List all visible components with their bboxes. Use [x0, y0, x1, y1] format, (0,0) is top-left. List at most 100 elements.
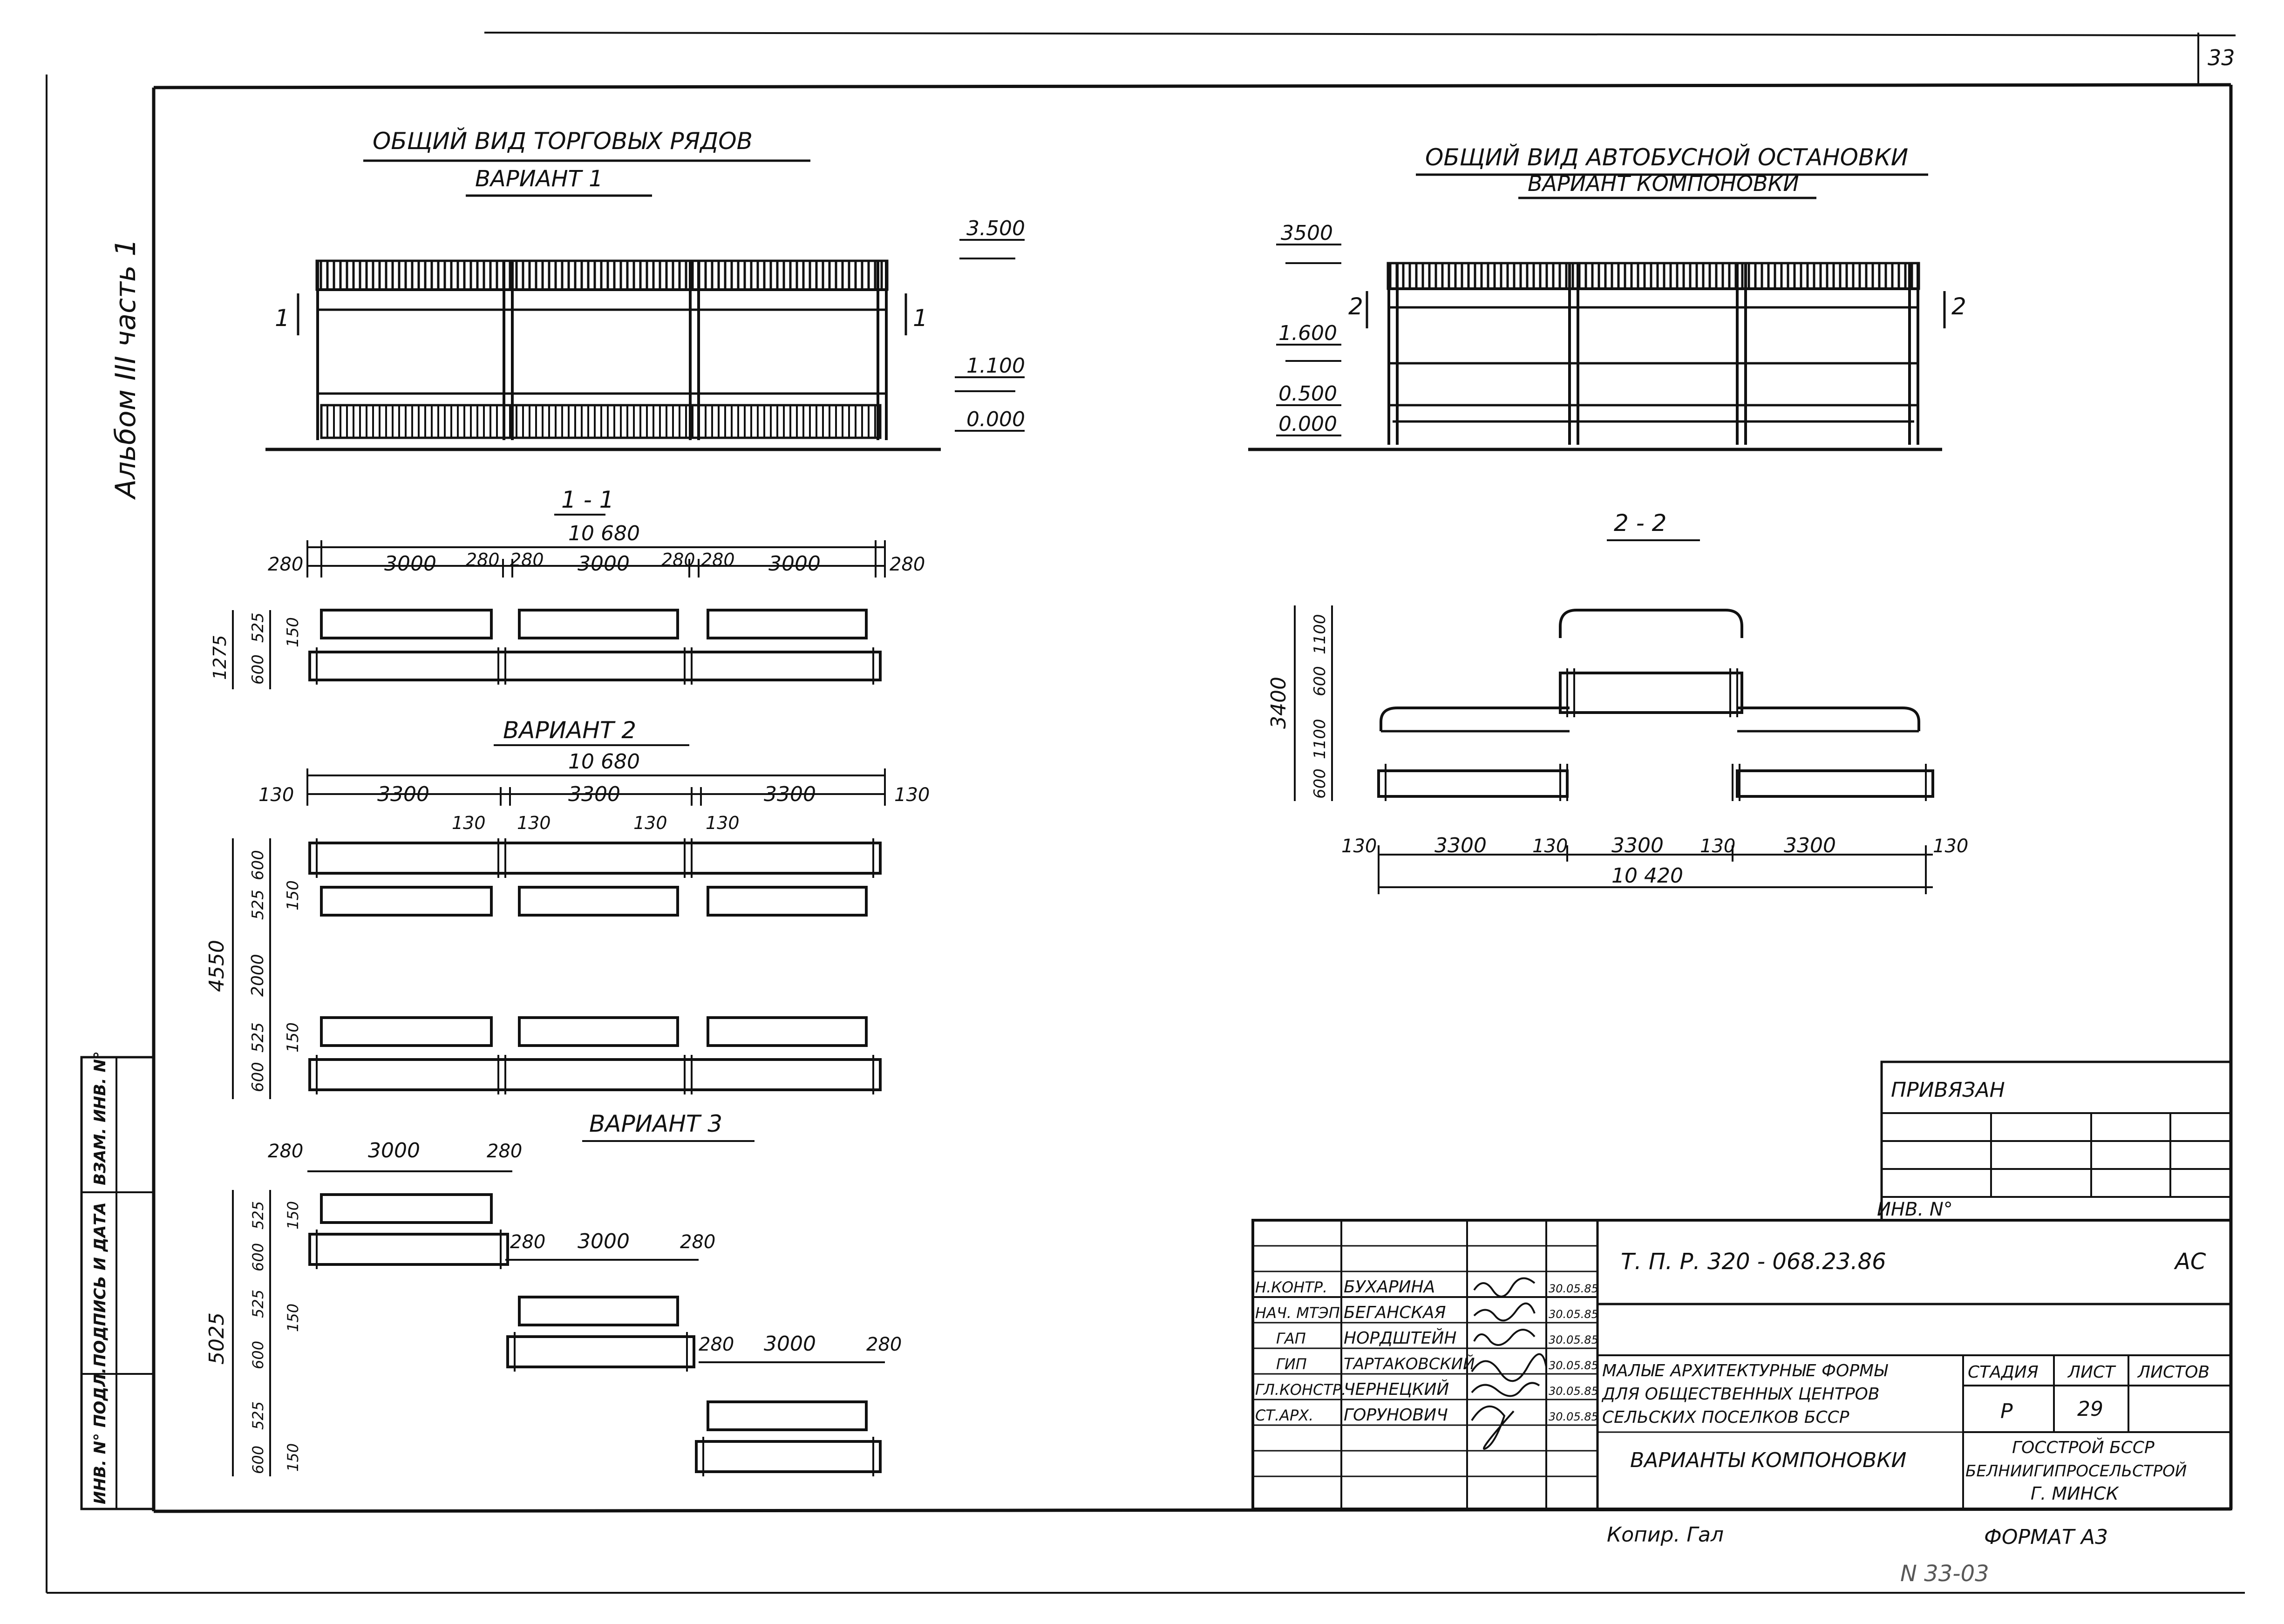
side-stamp-inv-orig: ИНВ. N° ПОДЛ.: [91, 1367, 109, 1504]
org-line-2: БЕЛНИИГИПРОСЕЛЬСТРОЙ: [1965, 1461, 2187, 1481]
v2-gap-4: 130: [633, 813, 667, 833]
v1-gap-2: 280: [466, 550, 500, 570]
bus-canopy-right: [1737, 707, 1920, 731]
project-title-1: МАЛЫЕ АРХИТЕКТУРНЫЕ ФОРМЫ: [1602, 1361, 1888, 1380]
v2-gap-3: 130: [517, 813, 551, 833]
v3-span-a: 3000: [368, 1139, 420, 1162]
bus-roof-hatch: [1387, 262, 1920, 290]
bus-cut-right: 2: [1951, 293, 1966, 320]
v3-gap-a1: 280: [268, 1141, 303, 1162]
v1-depth-a: 600: [249, 654, 267, 685]
page-number: 33: [2208, 45, 2235, 70]
sheet-frame: [46, 32, 2245, 1594]
project-title-2: ДЛЯ ОБЩЕСТВЕННЫХ ЦЕНТРОВ: [1601, 1385, 1880, 1404]
market-roof-hatch: [315, 259, 889, 291]
sheets-header: ЛИСТОВ: [2137, 1363, 2209, 1382]
doc-type: АС: [2174, 1249, 2206, 1275]
v2-gap-left: 130: [258, 784, 294, 806]
v3-depth-c-3: 150: [284, 1443, 302, 1472]
v3-gap-b2: 280: [680, 1231, 715, 1253]
format-label: ФОРМАТ А3: [1984, 1525, 2108, 1549]
bus-level-top: 3500: [1281, 221, 1333, 245]
name-1: БЕГАНСКАЯ: [1344, 1303, 1446, 1322]
bus-h-b: 1100: [1311, 719, 1329, 759]
bus-gap-right: 130: [1933, 836, 1968, 857]
bus-gap-left: 130: [1341, 836, 1377, 857]
role-2: ГАП: [1276, 1330, 1306, 1347]
v2-depth-c-top: 150: [284, 880, 302, 911]
album-label: Альбом III часть 1: [109, 238, 142, 500]
v2-gap-right: 130: [894, 784, 930, 806]
bus-level-b: 0.500: [1278, 382, 1337, 406]
bus-height-total: 3400: [1267, 677, 1291, 729]
v2-depth-b-bottom: 525: [249, 1022, 267, 1053]
attached-label: ПРИВЯЗАН: [1891, 1078, 2005, 1102]
bus-level-a: 1.600: [1278, 321, 1337, 345]
bus-stop-heading: ОБЩИЙ ВИД АВТОБУСНОЙ ОСТАНОВКИ ВАРИАНТ К…: [1416, 143, 1928, 199]
title-block: Т. П. Р. 320 - 068.23.86 АС Н.КОНТР. НАЧ…: [1251, 1219, 2232, 1510]
v1-span-3: 3000: [768, 552, 821, 576]
market-variant-3-plan: ВАРИАНТ 3 280 3000 280 280 3000 280 280 …: [205, 1110, 902, 1476]
v1-span-1: 3000: [384, 552, 436, 576]
role-5: СТ.АРХ.: [1255, 1407, 1313, 1424]
name-3: ТАРТАКОВСКИЙ: [1344, 1354, 1475, 1373]
copied-label: Копир. Гал: [1607, 1523, 1724, 1547]
bus-stop-subtitle: ВАРИАНТ КОМПОНОВКИ: [1528, 171, 1799, 196]
side-stamp-replace: ВЗАМ. ИНВ. N°: [91, 1051, 109, 1185]
sheet-value: 29: [2077, 1397, 2103, 1421]
date-3: 30.05.85: [1549, 1359, 1598, 1372]
bus-h-c: 600: [1311, 666, 1329, 696]
market-rows-subtitle: ВАРИАНТ 1: [475, 166, 603, 192]
name-2: НОРДШТЕЙН: [1344, 1328, 1456, 1348]
v3-depth-a-1: 600: [249, 1243, 267, 1271]
v3-gap-b1: 280: [510, 1231, 545, 1253]
v2-depth-b-top: 525: [249, 890, 267, 920]
v3-span-c: 3000: [764, 1332, 816, 1356]
bus-stop-title: ОБЩИЙ ВИД АВТОБУСНОЙ ОСТАНОВКИ: [1425, 143, 1908, 171]
project-title-3: СЕЛЬСКИХ ПОСЕЛКОВ БССР: [1602, 1408, 1849, 1427]
date-4: 30.05.85: [1549, 1385, 1598, 1398]
v2-span-2: 3300: [568, 782, 620, 806]
v2-gap-5: 130: [706, 813, 740, 833]
date-1: 30.05.85: [1549, 1308, 1598, 1321]
bus-h-d: 1100: [1311, 614, 1329, 654]
market-rows-elevation: 1 1 3.500 1.100 0.000: [265, 217, 1025, 451]
bus-span-3: 3300: [1784, 834, 1836, 857]
market-section-title: 1 - 1: [561, 486, 614, 513]
bus-canopy-left: [1380, 707, 1570, 731]
v1-gap-left: 280: [268, 554, 303, 575]
v3-depth-a-3: 600: [249, 1446, 267, 1474]
market-level-top: 3.500: [966, 217, 1025, 240]
v2-height-total: 4550: [205, 940, 229, 992]
v1-depth-c: 150: [284, 617, 302, 647]
market-rows-title: ОБЩИЙ ВИД ТОРГОВЫХ РЯДОВ: [373, 127, 753, 155]
market-cut-right: 1: [913, 305, 928, 332]
inv-label: ИНВ. N°: [1877, 1199, 1953, 1220]
bus-level-zero: 0.000: [1278, 412, 1337, 436]
v1-gap-3: 280: [510, 550, 544, 570]
v3-gap-a2: 280: [487, 1141, 522, 1162]
sheet-header: ЛИСТ: [2067, 1363, 2116, 1382]
role-0: Н.КОНТР.: [1255, 1278, 1327, 1296]
role-3: ГИП: [1276, 1355, 1307, 1373]
bus-cut-left: 2: [1348, 293, 1363, 320]
market-cut-left: 1: [275, 305, 290, 332]
org-line-3: Г. МИНСК: [2031, 1483, 2120, 1504]
bus-span-2: 3300: [1611, 834, 1664, 857]
v3-title: ВАРИАНТ 3: [589, 1110, 722, 1137]
v2-overall-dim: 10 680: [568, 750, 640, 774]
side-stamp: ИНВ. N° ПОДЛ. ПОДПИСЬ И ДАТА ВЗАМ. ИНВ. …: [80, 1051, 155, 1510]
bus-span-1: 3300: [1434, 834, 1487, 857]
v3-depth-b-3: 525: [249, 1401, 267, 1430]
signature-scribbles: [1471, 1277, 1547, 1450]
v3-depth-b-1: 525: [249, 1201, 267, 1230]
v1-height-total: 1275: [210, 635, 230, 680]
name-4: ЧЕРНЕЦКИЙ: [1344, 1379, 1449, 1399]
v1-gap-5: 280: [701, 550, 735, 570]
v1-dim-ticks: [306, 540, 886, 578]
v2-depth-c-bottom: 150: [284, 1022, 302, 1053]
bus-gap-3: 130: [1700, 836, 1735, 857]
bus-overall: 10 420: [1611, 864, 1683, 888]
v3-depth-c-2: 150: [284, 1304, 302, 1332]
stage-value: Р: [2000, 1400, 2013, 1423]
